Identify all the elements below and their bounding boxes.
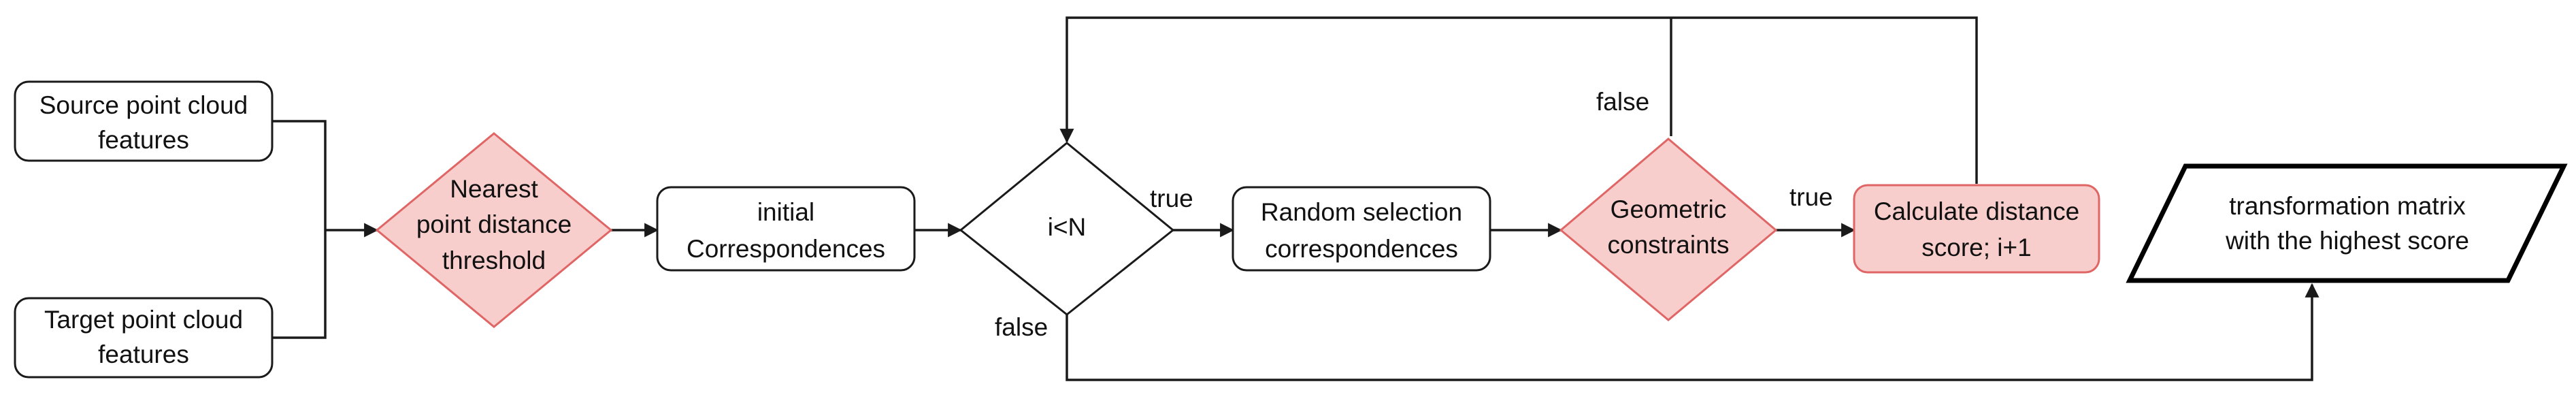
- edge-target-to-merge: [272, 230, 327, 339]
- random-selection-line-2: correspondences: [1265, 235, 1458, 263]
- edge-cond-false: [1066, 283, 2319, 381]
- target-features-line-2: features: [98, 340, 189, 368]
- cond-true-label: true: [1150, 185, 1193, 212]
- geometric-true-label: true: [1789, 183, 1833, 211]
- source-features-line-2: features: [98, 126, 189, 154]
- calculate-score-line-2: score; i+1: [1921, 234, 2031, 261]
- output-matrix-node: transformation matrix with the highest s…: [2126, 163, 2568, 283]
- edge-calculate-loop: [1059, 16, 1978, 184]
- calculate-score-line-1: Calculate distance: [1874, 197, 2079, 225]
- output-matrix-line-1: transformation matrix: [2229, 192, 2466, 220]
- geometric-false-label: false: [1596, 88, 1649, 116]
- nearest-threshold-line-2: point distance: [416, 210, 572, 238]
- nearest-threshold-line-3: threshold: [442, 246, 546, 274]
- initial-correspondences-line-1: initial: [757, 198, 814, 226]
- geometric-constraints-line-1: Geometric: [1611, 195, 1727, 223]
- target-features-node: Target point cloud features: [14, 297, 274, 379]
- edge-source-to-merge: [272, 120, 327, 230]
- source-features-line-1: Source point cloud: [39, 91, 248, 119]
- calculate-score-node: Calculate distance score; i+1: [1853, 184, 2100, 274]
- geometric-constraints-line-2: constraints: [1608, 231, 1730, 259]
- loop-condition-label: i<N: [1048, 213, 1087, 241]
- connectors: [272, 16, 2319, 381]
- source-features-node: Source point cloud features: [14, 80, 274, 162]
- random-selection-line-1: Random selection: [1261, 198, 1462, 226]
- initial-correspondences-line-2: Correspondences: [687, 235, 885, 263]
- target-features-line-1: Target point cloud: [44, 306, 243, 334]
- geometric-constraints-node: Geometric constraints: [1559, 138, 1778, 321]
- nearest-threshold-node: Nearest point distance threshold: [375, 132, 613, 328]
- initial-correspondences-node: initial Correspondences: [656, 186, 916, 272]
- output-matrix-line-2: with the highest score: [2225, 227, 2469, 255]
- loop-condition-node: i<N: [959, 142, 1175, 316]
- nearest-threshold-line-1: Nearest: [450, 175, 538, 203]
- random-selection-node: Random selection correspondences: [1232, 186, 1491, 272]
- cond-false-label: false: [995, 313, 1048, 341]
